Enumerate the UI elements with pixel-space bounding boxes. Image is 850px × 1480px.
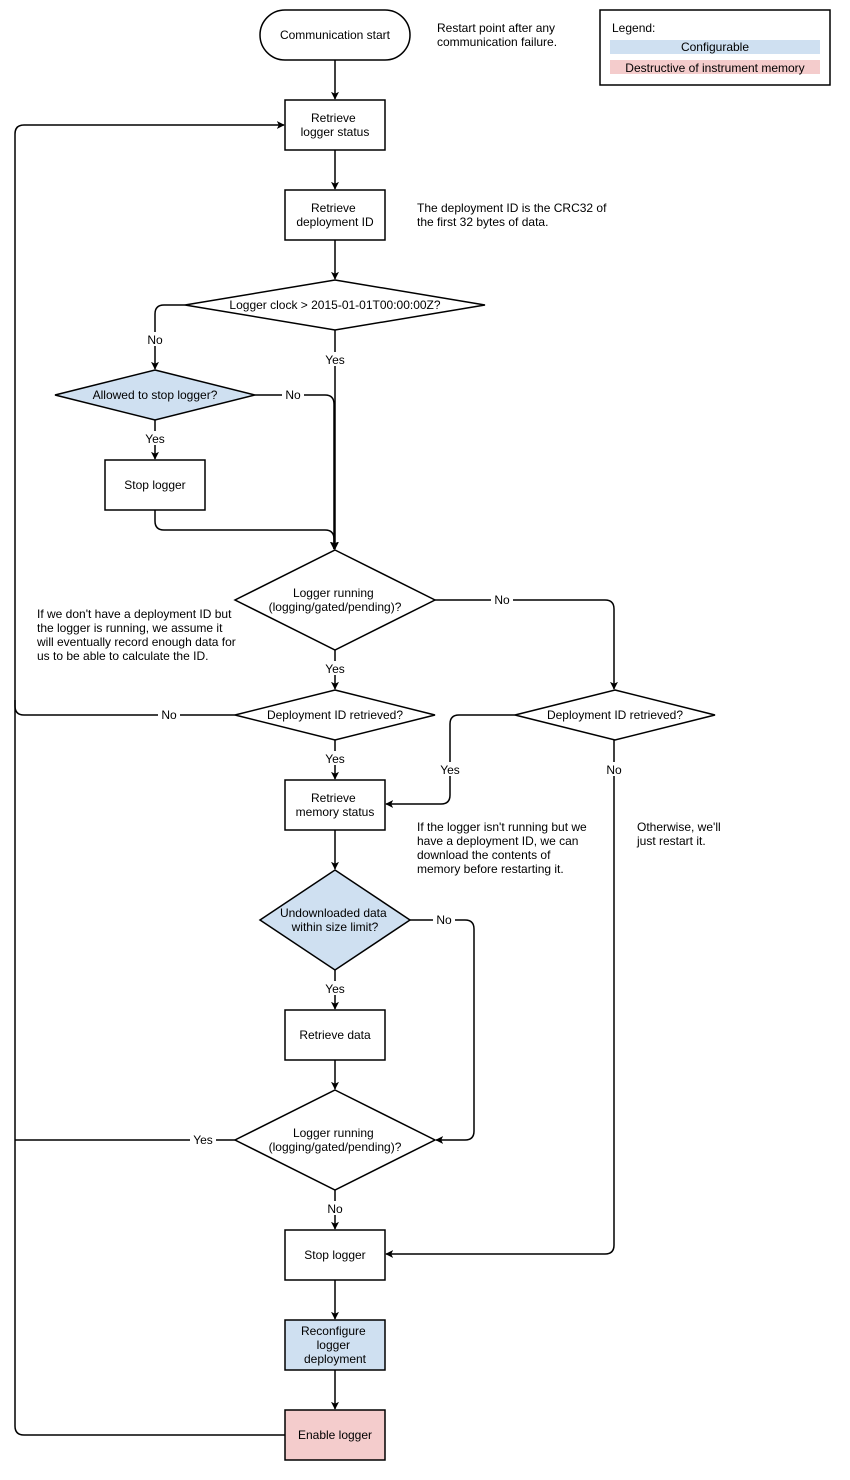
label-undownloaded-yes: Yes [325,982,345,996]
label-running1-no: No [494,593,510,607]
node-reconfigure-line3: deployment [304,1352,367,1366]
node-retrieve-data: Retrieve data [284,1009,386,1061]
edge-deployright-yes [385,714,515,808]
node-start-label: Communication start [280,28,391,42]
edge-running1-no [435,599,618,690]
node-logger-running-1-line1: Logger running [293,586,374,600]
legend-title: Legend: [612,21,655,35]
node-retrieve-data-label: Retrieve data [299,1028,371,1042]
edge-allowed-no [255,394,338,550]
node-retrieve-memory-status: Retrieve memory status [284,779,386,831]
label-running2-yes: Yes [193,1133,213,1147]
node-retrieve-deployment-id-line2: deployment ID [296,215,374,229]
edge-deployleft-no [14,121,285,716]
svg-text:Logger running (logging/: Logger running (logging/gated/pending)? [269,1126,402,1154]
node-deployment-id-retrieved-left: Deployment ID retrieved? [234,689,436,741]
node-allowed-stop-label: Allowed to stop logger? [93,388,218,402]
node-deployment-id-retrieved-left-label: Deployment ID retrieved? [267,708,403,722]
node-retrieve-memory-status-line1: Retrieve [311,791,356,805]
svg-text:Reconfigure logger: Reconfigure logger deployment [301,1324,369,1366]
svg-text:Undownloaded data within: Undownloaded data within size limit? [280,906,390,934]
node-enable-logger[interactable]: Enable logger [284,1409,386,1461]
label-deployright-yes: Yes [440,763,460,777]
node-reconfigure-deployment[interactable]: Reconfigure logger deployment [284,1319,386,1371]
edge-undownloaded-no [410,919,475,1144]
label-clock-yes: Yes [325,353,345,367]
notes: Restart point after any communication fa… [36,21,724,876]
label-undownloaded-no: No [436,913,452,927]
edge-enable-loop [14,700,285,1436]
node-reconfigure-line2: logger [317,1338,350,1352]
legend-configurable-label: Configurable [681,40,749,54]
note-not-running-have-id: If the logger isn't running but we have … [417,820,590,876]
label-running1-yes: Yes [325,662,345,676]
node-logger-running-2-line2: (logging/gated/pending)? [269,1140,402,1154]
edges [14,60,618,1436]
node-clock-check: Logger clock > 2015-01-01T00:00:00Z? [184,279,486,331]
label-deployleft-no: No [161,708,177,722]
node-retrieve-status: Retrieve logger status [284,99,386,151]
edge-clock-no [151,304,185,370]
label-allowed-yes: Yes [145,432,165,446]
svg-text:Retrieve memory status: Retrieve memory status [296,791,375,819]
node-start: Communication start [259,9,411,61]
node-stop-logger-2-label: Stop logger [304,1248,365,1262]
node-allowed-stop[interactable]: Allowed to stop logger? [54,369,256,421]
label-running2-no: No [327,1202,343,1216]
node-retrieve-status-line2: logger status [301,125,370,139]
svg-text:Retrieve deployment ID: Retrieve deployment ID [296,201,374,229]
node-retrieve-memory-status-line2: memory status [296,805,375,819]
node-undownloaded-data-line1: Undownloaded data [280,906,387,920]
node-retrieve-deployment-id: Retrieve deployment ID [284,189,386,241]
node-enable-logger-label: Enable logger [298,1428,372,1442]
label-deployleft-yes: Yes [325,752,345,766]
note-otherwise: Otherwise, we'll just restart it. [636,820,724,848]
note-no-id-running: If we don't have a deployment ID but the… [36,607,239,663]
edge-deployright-no [385,740,615,1258]
legend: Legend: Configurable Destructive of inst… [599,9,831,86]
edge-stop1-to-running [154,510,338,550]
node-logger-running-1: Logger running (logging/gated/pending)? [233,549,437,651]
svg-text:Logger running (logging/: Logger running (logging/gated/pending)? [269,586,402,614]
legend-destructive-label: Destructive of instrument memory [625,61,804,75]
node-reconfigure-line1: Reconfigure [301,1324,366,1338]
node-stop-logger-1: Stop logger [104,459,206,511]
node-clock-check-label: Logger clock > 2015-01-01T00:00:00Z? [229,298,440,312]
label-deployright-no: No [606,763,622,777]
node-undownloaded-data[interactable]: Undownloaded data within size limit? [258,869,412,971]
svg-text:Retrieve logger status: Retrieve logger status [301,111,370,139]
node-stop-logger-2: Stop logger [284,1229,386,1281]
node-logger-running-1-line2: (logging/gated/pending)? [269,600,402,614]
label-clock-no: No [147,333,163,347]
node-retrieve-deployment-id-line1: Retrieve [311,201,356,215]
note-crc: The deployment ID is the CRC32 of the fi… [417,201,610,229]
node-undownloaded-data-line2: within size limit? [291,920,379,934]
node-logger-running-2: Logger running (logging/gated/pending)? [233,1089,437,1191]
node-logger-running-2-line1: Logger running [293,1126,374,1140]
label-allowed-no: No [285,388,301,402]
node-deployment-id-retrieved-right: Deployment ID retrieved? [514,689,716,741]
node-retrieve-status-line1: Retrieve [311,111,356,125]
node-stop-logger-1-label: Stop logger [124,478,185,492]
legend-swatch-configurable [610,40,820,54]
edge-labels: No Yes No Yes No Yes No Yes Yes No No Ye… [142,332,625,1216]
legend-swatch-destructive [610,60,820,74]
node-deployment-id-retrieved-right-label: Deployment ID retrieved? [547,708,683,722]
note-restart: Restart point after any communication fa… [437,21,558,49]
